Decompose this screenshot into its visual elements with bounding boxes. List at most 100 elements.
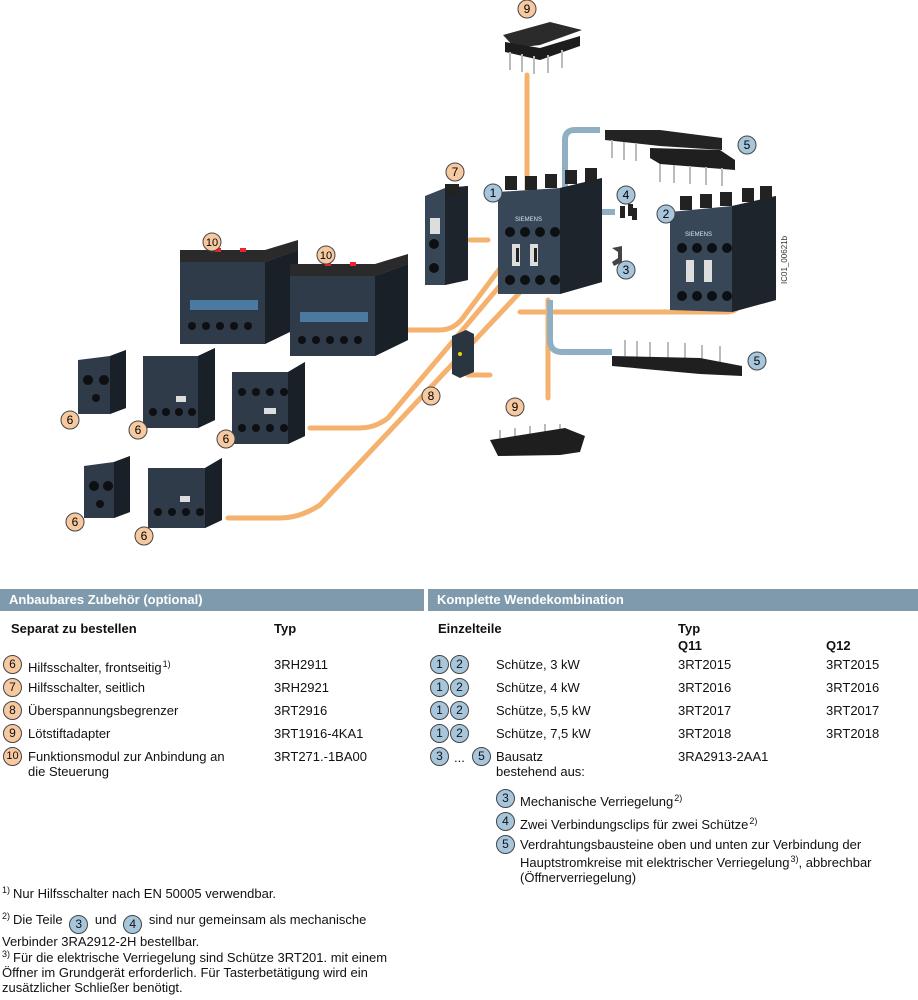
right-col-q11-header: Q11 <box>678 638 702 653</box>
callout-badge: 10 <box>3 747 22 766</box>
surge-suppressor <box>452 330 474 378</box>
svg-text:6: 6 <box>135 423 142 437</box>
wiring-module-bottom <box>612 340 742 376</box>
kit-type: 3RA2913-2AA1 <box>678 749 769 764</box>
callout-badge: 7 <box>3 678 22 697</box>
contactor-q11: SIEMENS <box>498 168 602 294</box>
svg-text:10: 10 <box>320 250 332 262</box>
callout-9-top: 9 <box>517 0 537 19</box>
wiring-module-top <box>605 130 735 186</box>
sub-label: Verdrahtungsbausteine oben und unten zur… <box>520 837 872 885</box>
right-col-item-header: Einzelteile <box>438 621 502 636</box>
item-type: 3RT2916 <box>274 703 328 718</box>
callout-10-right: 10 <box>316 245 336 265</box>
callout-badge-2: 2 <box>450 724 469 743</box>
svg-text:10: 10 <box>206 237 218 249</box>
item-label: Schütze, 5,5 kW <box>496 703 591 718</box>
kit-label-line1: Bausatz <box>496 749 543 764</box>
callout-6-e: 6 <box>134 526 154 546</box>
kit-label-line2: bestehend aus: <box>496 764 585 779</box>
callout-badge-3: 3 <box>430 747 449 766</box>
right-section-bar: Komplette Wendekombination <box>428 589 918 611</box>
mechanical-interlock <box>612 246 622 266</box>
sub-label: Zwei Verbindungsclips für zwei Schütze2) <box>520 816 758 832</box>
image-id-text: IC01_00621b <box>780 235 789 284</box>
svg-text:6: 6 <box>72 515 79 529</box>
callouts: 9 5 7 1 4 2 3 10 10 5 8 9 6 6 6 6 6 <box>60 0 767 546</box>
callout-badge-4: 4 <box>123 915 143 934</box>
callout-7: 7 <box>445 162 465 182</box>
aux-switch-e <box>148 458 222 528</box>
callout-badge: 5 <box>496 835 515 854</box>
right-col-type-header: Typ <box>678 621 701 636</box>
callout-5-bottom: 5 <box>747 351 767 371</box>
svg-text:4: 4 <box>623 188 630 202</box>
callout-badge: 8 <box>3 701 22 720</box>
aux-switch-a <box>78 350 126 414</box>
callout-1: 1 <box>483 183 503 203</box>
item-label: Schütze, 3 kW <box>496 657 580 672</box>
item-label: Hilfsschalter, frontseitig1) <box>28 659 171 675</box>
callout-4: 4 <box>616 185 636 205</box>
q12-type: 3RT2017 <box>826 703 880 718</box>
left-col-type-header: Typ <box>274 621 297 636</box>
callout-badge-1: 1 <box>430 701 449 720</box>
contactor-q12: SIEMENS <box>670 186 776 312</box>
item-label: Schütze, 7,5 kW <box>496 726 591 741</box>
callout-badge-2: 2 <box>450 701 469 720</box>
right-col-q12-header: Q12 <box>826 638 851 653</box>
svg-text:1: 1 <box>490 186 497 200</box>
item-type: 3RT271.-1BA00 <box>274 749 367 764</box>
svg-text:6: 6 <box>67 413 74 427</box>
callout-5-top: 5 <box>737 135 757 155</box>
aux-switch-c <box>232 362 305 444</box>
solder-pin-adapter-bottom <box>490 424 585 456</box>
svg-text:2: 2 <box>663 207 670 221</box>
q11-type: 3RT2016 <box>678 680 732 695</box>
aux-switch-d <box>84 456 130 518</box>
left-col-item-header: Separat zu bestellen <box>11 621 137 636</box>
callout-2: 2 <box>656 204 676 224</box>
callout-badge-2: 2 <box>450 678 469 697</box>
siemens-label: SIEMENS <box>515 217 542 223</box>
callout-badge-5: 5 <box>472 747 491 766</box>
callout-badge: 4 <box>496 812 515 831</box>
sub-label: Mechanische Verriegelung2) <box>520 793 683 809</box>
q11-type: 3RT2018 <box>678 726 732 741</box>
svg-text:8: 8 <box>428 389 435 403</box>
side-auxiliary-switch <box>425 184 468 285</box>
item-label: Überspannungsbegrenzer <box>28 703 179 718</box>
callout-6-c: 6 <box>216 429 236 449</box>
item-type: 3RT1916-4KA1 <box>274 726 364 741</box>
connecting-clips <box>620 204 637 220</box>
callout-6-b: 6 <box>128 420 148 440</box>
aux-switch-b <box>143 348 215 428</box>
callout-6-a: 6 <box>60 410 80 430</box>
svg-text:9: 9 <box>524 2 531 16</box>
svg-text:6: 6 <box>141 529 148 543</box>
footnote-1: 1)Nur Hilfsschalter nach EN 50005 verwen… <box>2 885 277 901</box>
callout-badge-1: 1 <box>430 724 449 743</box>
callout-badge-3: 3 <box>69 915 89 934</box>
svg-text:7: 7 <box>452 165 459 179</box>
callout-10-left: 10 <box>202 232 222 252</box>
callout-badge-1: 1 <box>430 678 449 697</box>
footnote-3: 3)Für die elektrische Verriegelung sind … <box>2 949 388 995</box>
svg-text:5: 5 <box>744 138 751 152</box>
svg-text:5: 5 <box>754 354 761 368</box>
q12-type: 3RT2016 <box>826 680 880 695</box>
item-label: Schütze, 4 kW <box>496 680 580 695</box>
callout-9-bottom: 9 <box>505 397 525 417</box>
siemens-label: SIEMENS <box>685 232 712 238</box>
callout-6-d: 6 <box>65 512 85 532</box>
function-module-right <box>290 254 408 356</box>
left-section-bar: Anbaubares Zubehör (optional) <box>0 589 424 611</box>
q12-type: 3RT2018 <box>826 726 880 741</box>
callout-3: 3 <box>616 260 636 280</box>
callout-badge-2: 2 <box>450 655 469 674</box>
q12-type: 3RT2015 <box>826 657 880 672</box>
product-illustration: SIEMENS SIEMENS IC01_00621b <box>60 0 789 546</box>
callout-8: 8 <box>421 386 441 406</box>
item-label: Lötstiftadapter <box>28 726 111 741</box>
solder-pin-adapter-top <box>503 22 582 74</box>
